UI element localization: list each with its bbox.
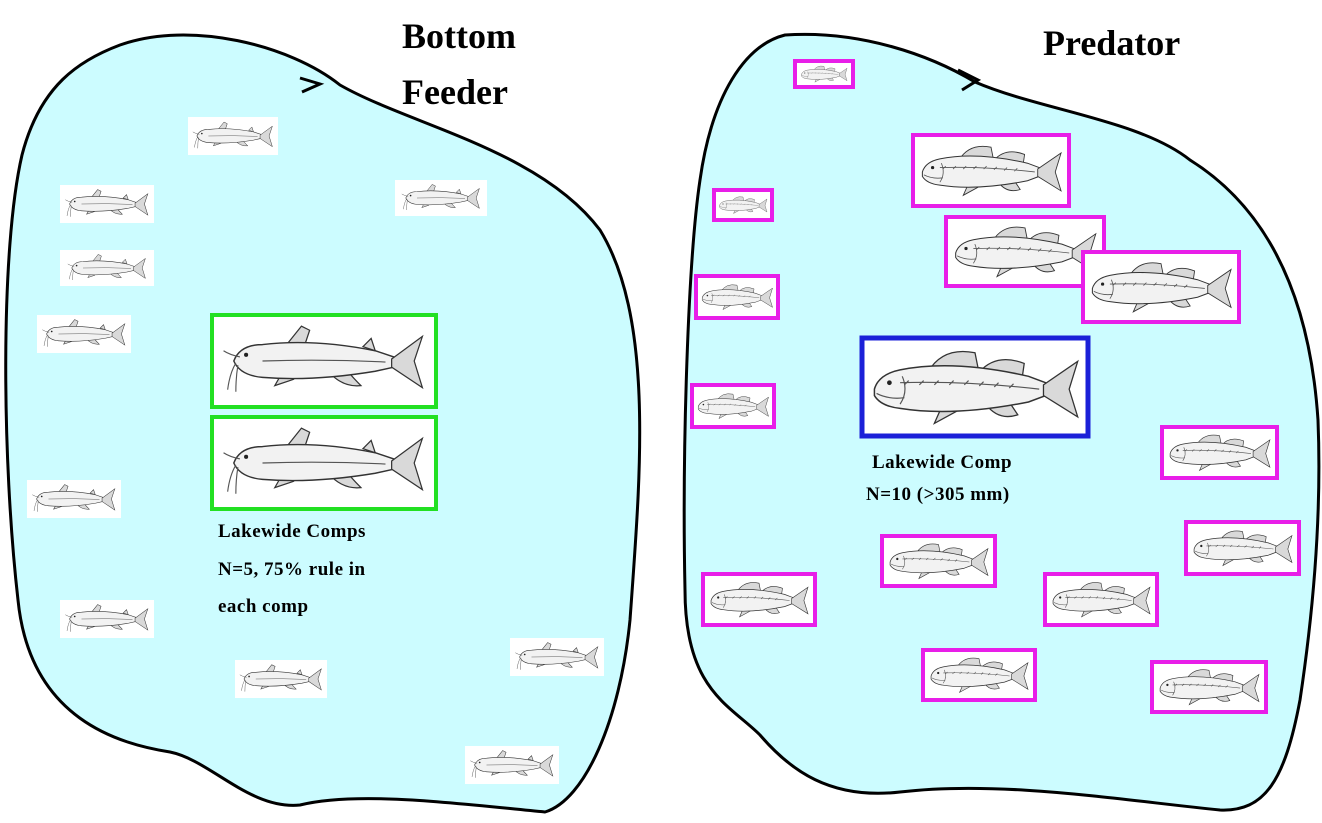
catfish-sample [510,638,604,676]
bass-sample [793,59,855,89]
catfish-sample [235,660,327,698]
bass-sample [944,215,1106,288]
catfish-sample [395,180,487,216]
title-feeder: Feeder [402,72,508,112]
title-predator: Predator [1043,23,1180,63]
bass-sample [1150,660,1268,714]
bass-sample [1184,520,1301,576]
catfish-sample [37,315,131,353]
bass-sample [1081,250,1241,324]
title-bottom: Bottom [402,16,516,56]
catfish-composite [210,313,438,409]
caption-predator-line2: N=10 (>305 mm) [866,484,1010,505]
bass-sample [694,274,780,320]
bass-sample [690,383,776,429]
bass-sample [911,133,1071,208]
caption-bottom-feeder-line1: Lakewide Comps [218,521,366,542]
bass-composite [859,335,1091,439]
catfish-sample [60,600,154,638]
catfish-sample [60,185,154,223]
caption-bottom-feeder-line3: each comp [218,596,309,617]
bass-sample [1160,425,1279,480]
bass-sample [921,648,1037,702]
catfish-sample [188,117,278,155]
bass-sample [712,188,774,222]
catfish-sample [27,480,121,518]
catfish-sample [465,746,559,784]
caption-predator-line1: Lakewide Comp [872,452,1012,473]
catfish-composite [210,415,438,511]
lake-bottom-feeder-arrow [299,76,325,94]
caption-bottom-feeder-line2: N=5, 75% rule in [218,559,366,580]
lake-predator-arrow [957,68,982,92]
bass-sample [1043,572,1159,627]
bass-sample [701,572,817,627]
bass-sample [880,534,997,588]
catfish-sample [60,250,154,286]
